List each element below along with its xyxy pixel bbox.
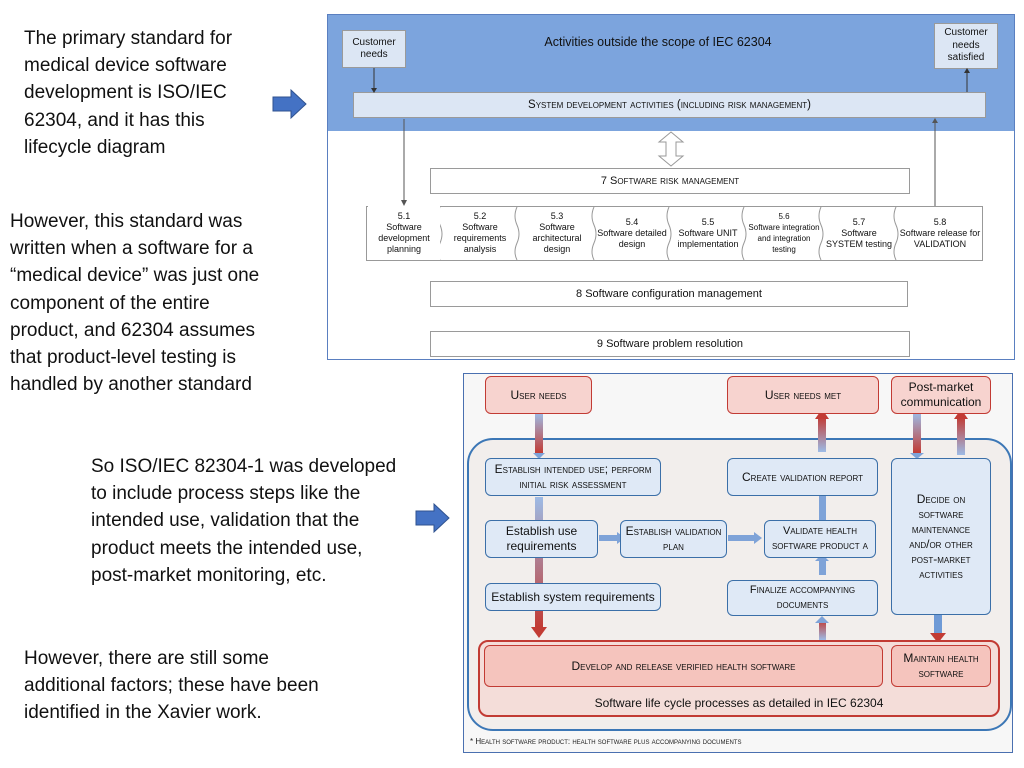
scope-title: Activities outside the scope of IEC 6230… bbox=[544, 35, 772, 49]
double-arrow-icon bbox=[657, 131, 685, 167]
decide-post-market-box: Decide on software maintenance and/or ot… bbox=[891, 458, 991, 615]
develop-release-box: Develop and release verified health soft… bbox=[484, 645, 883, 687]
system-activities-box: System development activities (including… bbox=[353, 92, 986, 118]
problem-resolution-box: 9 Software problem resolution bbox=[430, 331, 910, 357]
customer-satisfied-box: Customer needs satisfied bbox=[934, 23, 998, 69]
user-needs-met-box: User needs met bbox=[727, 376, 879, 414]
configuration-management-box: 8 Software configuration management bbox=[430, 281, 908, 307]
establish-intended-use-box: Establish intended use; perform initial … bbox=[485, 458, 661, 496]
intro-paragraph: The primary standard for medical device … bbox=[24, 28, 233, 158]
xavier-paragraph: However, there are still some additional… bbox=[24, 648, 319, 724]
right-arrow-icon bbox=[272, 88, 307, 120]
iec82304-paragraph: So ISO/IEC 82304-1 was developed to incl… bbox=[91, 456, 397, 586]
process-row-outline bbox=[366, 206, 983, 261]
customer-needs-box: Customer needs bbox=[342, 30, 406, 68]
post-market-box: Post-market communication bbox=[891, 376, 991, 414]
establish-validation-plan-box: Establish validation plan bbox=[620, 520, 727, 558]
lifecycle-caption: Software life cycle processes as detaile… bbox=[594, 696, 884, 710]
right-arrow-icon bbox=[415, 502, 450, 534]
create-validation-report-box: Create validation report bbox=[727, 458, 878, 496]
finalize-documents-box: Finalize accompanying documents bbox=[727, 580, 878, 616]
maintain-box: Maintain health software bbox=[891, 645, 991, 687]
footnote: * Health software product: health softwa… bbox=[470, 737, 742, 746]
limitation-paragraph: However, this standard was written when … bbox=[10, 211, 260, 396]
flow-connectors bbox=[371, 68, 970, 206]
iec62304-diagram: Customer needs Activities outside the sc… bbox=[327, 14, 1015, 360]
risk-management-box: 7 Software risk management bbox=[430, 168, 910, 194]
establish-use-requirements-box: Establish use requirements bbox=[485, 520, 598, 558]
validate-product-box: Validate health software product a bbox=[764, 520, 876, 558]
establish-system-requirements-box: Establish system requirements bbox=[485, 583, 661, 611]
user-needs-box: User needs bbox=[485, 376, 592, 414]
